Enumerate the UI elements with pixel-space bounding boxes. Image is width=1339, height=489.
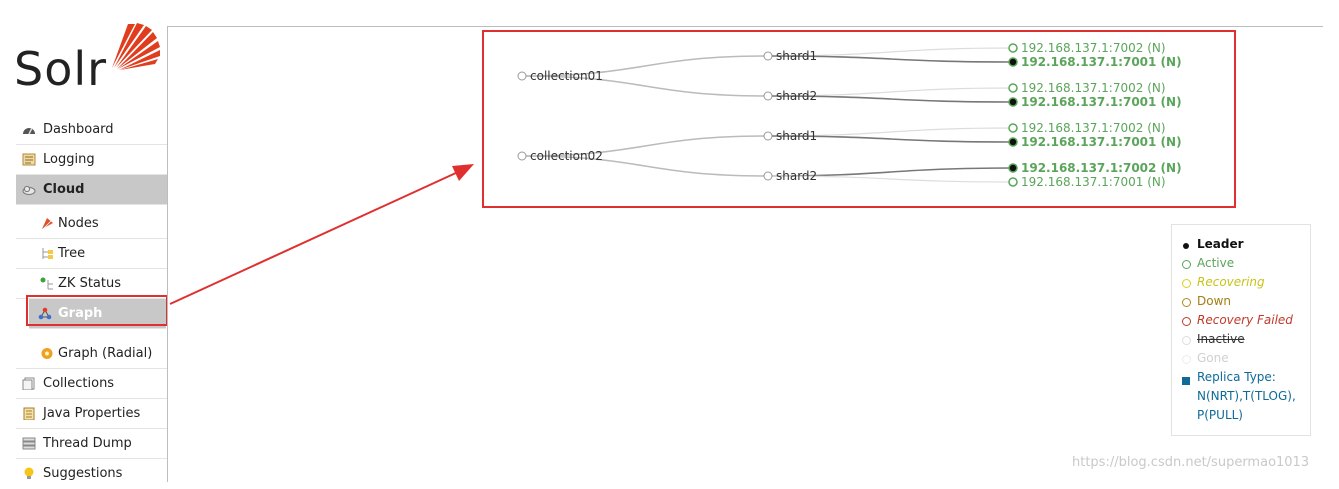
watermark: https://blog.csdn.net/supermao1013 — [1072, 455, 1310, 470]
replica-label: 192.168.137.1:7002 (N) — [1021, 81, 1166, 95]
sidebar-item-label: Dashboard — [43, 122, 114, 137]
collection-node — [517, 151, 527, 161]
legend-replica-types-line1: N(NRT),T(TLOG), — [1197, 389, 1296, 403]
graph-legend: Leader Active Recovering Down Recovery F… — [1171, 224, 1311, 436]
sidebar-item-label: Graph — [58, 306, 103, 321]
java-properties-icon — [23, 407, 35, 420]
collections-icon — [22, 377, 35, 390]
replica-label: 192.168.137.1:7001 (N) — [1021, 175, 1166, 189]
lightbulb-icon — [24, 467, 34, 479]
replica-node — [1008, 177, 1018, 187]
solr-sun-icon — [112, 23, 160, 70]
collection-label: collection01 — [530, 69, 603, 83]
recovery-failed-circle-icon — [1182, 317, 1191, 326]
replica-type-square-icon — [1182, 377, 1190, 385]
graph-edge — [767, 135, 1014, 143]
active-circle-icon — [1182, 260, 1191, 269]
replica-label: 192.168.137.1:7002 (N) — [1021, 161, 1182, 175]
replica-label: 192.168.137.1:7001 (N) — [1021, 95, 1182, 109]
sidebar-item-label: Thread Dump — [43, 436, 132, 451]
tree-icon — [42, 248, 53, 259]
sidebar-item-label: ZK Status — [58, 276, 121, 291]
sidebar-item-logging[interactable]: Logging — [16, 145, 167, 175]
sidebar: Solr Dashboard Logging Cloud Nodes Tr — [0, 0, 168, 482]
graph-edge — [767, 167, 1014, 177]
replica-node — [1008, 97, 1018, 107]
sidebar-item-zk-status[interactable]: ZK Status — [16, 269, 167, 299]
gone-circle-icon — [1182, 355, 1191, 364]
sidebar-item-label: Logging — [43, 152, 95, 167]
inactive-circle-icon — [1182, 336, 1191, 345]
graph-edge — [767, 175, 1014, 183]
sidebar-item-cloud[interactable]: Cloud — [16, 175, 167, 205]
shard-node — [763, 171, 773, 181]
graph-edge — [521, 55, 769, 77]
content-panel — [167, 26, 1323, 482]
shard-label: shard2 — [776, 89, 817, 103]
sidebar-item-label: Tree — [58, 246, 86, 261]
dashboard-icon — [23, 127, 35, 135]
replica-label: 192.168.137.1:7001 (N) — [1021, 55, 1182, 69]
shard-label: shard1 — [776, 49, 817, 63]
zk-status-icon — [40, 277, 53, 290]
sidebar-item-label: Collections — [43, 376, 115, 391]
nodes-icon — [42, 218, 53, 230]
sidebar-item-tree[interactable]: Tree — [16, 239, 167, 269]
thread-dump-icon — [22, 437, 36, 450]
leader-dot-icon — [1183, 243, 1189, 249]
recovering-circle-icon — [1182, 279, 1191, 288]
replica-node — [1008, 57, 1018, 67]
graph-edge — [521, 135, 769, 157]
sidebar-item-dashboard[interactable]: Dashboard — [16, 115, 167, 145]
sidebar-item-suggestions[interactable]: Suggestions — [16, 459, 167, 489]
graph-edge — [767, 95, 1014, 103]
down-circle-icon — [1182, 298, 1191, 307]
collection-label: collection02 — [530, 149, 603, 163]
sidebar-item-label: Java Properties — [43, 406, 141, 421]
shard-node — [763, 91, 773, 101]
cloud-icon — [22, 185, 36, 195]
solr-logo[interactable]: Solr — [14, 22, 160, 96]
sidebar-item-nodes[interactable]: Nodes — [16, 209, 167, 239]
sidebar-item-graph-radial[interactable]: Graph (Radial) — [16, 339, 167, 369]
logo-text: Solr — [14, 42, 108, 96]
replica-node — [1008, 137, 1018, 147]
graph-icon — [38, 307, 52, 320]
legend-replica-types-line2: P(PULL) — [1197, 408, 1243, 422]
shard-node — [763, 51, 773, 61]
graph-edge — [521, 75, 769, 97]
sidebar-item-label: Nodes — [58, 216, 99, 231]
replica-node — [1008, 123, 1018, 133]
graph-radial-icon — [41, 348, 53, 359]
sidebar-item-label: Suggestions — [43, 466, 123, 481]
shard-label: shard1 — [776, 129, 817, 143]
shard-node — [763, 131, 773, 141]
collection-node — [517, 71, 527, 81]
replica-node — [1008, 43, 1018, 53]
sidebar-item-label: Cloud — [43, 182, 85, 197]
replica-label: 192.168.137.1:7001 (N) — [1021, 135, 1182, 149]
replica-node — [1008, 83, 1018, 93]
replica-label: 192.168.137.1:7002 (N) — [1021, 41, 1166, 55]
replica-label: 192.168.137.1:7002 (N) — [1021, 121, 1166, 135]
logging-icon — [22, 153, 36, 166]
sidebar-item-label: Graph (Radial) — [58, 346, 153, 361]
replica-node — [1008, 163, 1018, 173]
sidebar-item-thread-dump[interactable]: Thread Dump — [16, 429, 167, 459]
graph-edge — [767, 55, 1014, 63]
sidebar-item-java-properties[interactable]: Java Properties — [16, 399, 167, 429]
graph-edge — [521, 155, 769, 177]
sidebar-item-collections[interactable]: Collections — [16, 369, 167, 399]
shard-label: shard2 — [776, 169, 817, 183]
